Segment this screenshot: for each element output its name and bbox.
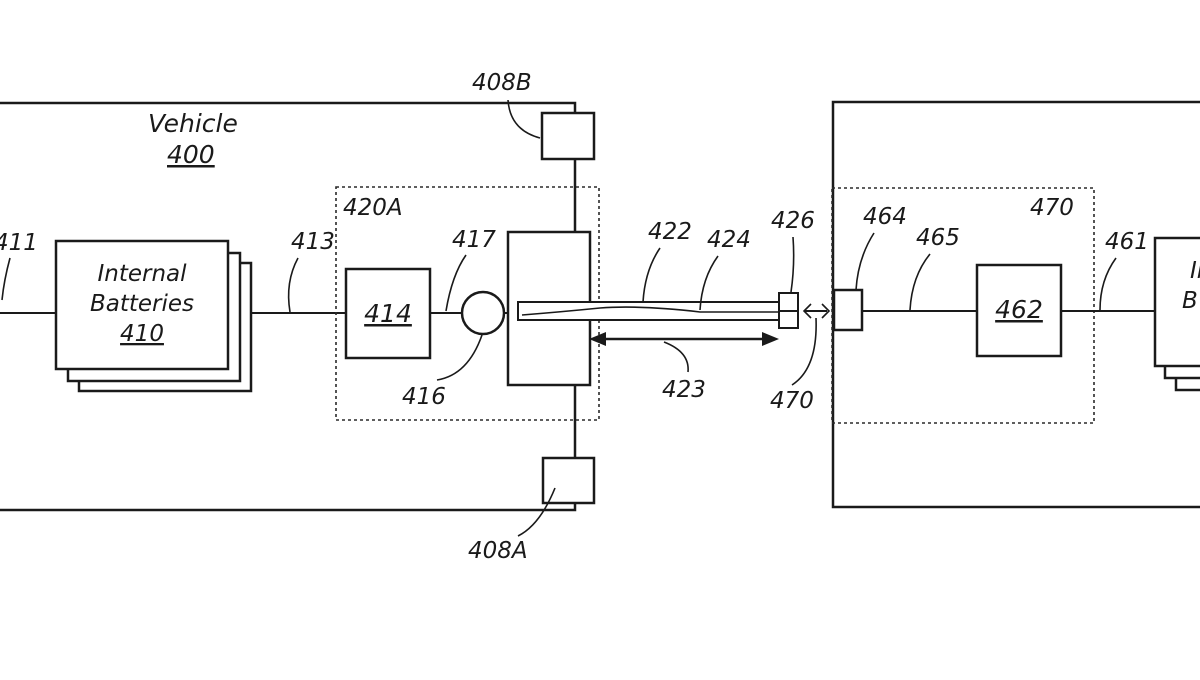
leader-408A [517, 487, 556, 537]
label-423: 423 [662, 377, 706, 403]
inner-conductor-424 [521, 306, 778, 316]
leader-464 [855, 232, 875, 291]
label-465: 465 [916, 225, 960, 251]
leader-422 [642, 247, 661, 303]
label-414: 414 [364, 299, 412, 328]
label-422: 422 [648, 219, 692, 245]
coupling-arrow-left-head [802, 303, 812, 319]
leader-423 [663, 341, 689, 373]
batteries-line1: Internal [97, 261, 187, 287]
leader-461 [1099, 257, 1117, 311]
connector-tip-426-upper [778, 292, 799, 312]
connector-tip-426-lower [778, 310, 799, 329]
label-426: 426 [771, 208, 815, 234]
leader-465 [909, 253, 931, 311]
vehicle-name: Vehicle [148, 109, 238, 138]
batteries-line2: Batteries [90, 291, 194, 317]
label-470-top: 470 [1030, 195, 1074, 221]
arrow-head-left [589, 332, 606, 346]
label-416: 416 [402, 384, 446, 410]
component-414-box [344, 267, 432, 360]
station-batteries-line1: In [1190, 258, 1200, 284]
label-464: 464 [863, 204, 907, 230]
batteries-ref: 410 [120, 321, 164, 347]
receptacle-464-box [832, 288, 864, 332]
leader-408B [507, 99, 541, 139]
component-408B-box [540, 111, 596, 161]
internal-batteries-stack [54, 239, 253, 393]
label-462: 462 [995, 295, 1043, 324]
module-470-box [831, 187, 1095, 424]
label-424: 424 [707, 227, 751, 253]
component-416-circle [460, 290, 506, 336]
label-470-bottom: 470 [770, 388, 814, 414]
label-413: 413 [291, 229, 335, 255]
leader-413 [287, 257, 299, 313]
label-461: 461 [1105, 229, 1149, 255]
coupling-arrow-right-head [821, 303, 831, 319]
leader-424 [699, 255, 719, 311]
leader-470-bottom [791, 317, 817, 386]
label-408B: 408B [472, 70, 532, 96]
leader-417 [445, 254, 467, 312]
extendable-arm-422 [517, 301, 781, 321]
label-417: 417 [452, 227, 496, 253]
label-420A: 420A [343, 195, 403, 221]
label-411: 411 [0, 230, 38, 256]
station-batteries-stack [1153, 236, 1200, 392]
leader-416 [436, 334, 483, 381]
label-408A: 408A [468, 538, 528, 564]
vehicle-ref: 400 [167, 140, 215, 169]
leader-426 [790, 236, 795, 293]
leader-411 [1, 257, 11, 301]
arrow-head-right [762, 332, 779, 346]
station-batteries-line2: B [1182, 288, 1198, 314]
